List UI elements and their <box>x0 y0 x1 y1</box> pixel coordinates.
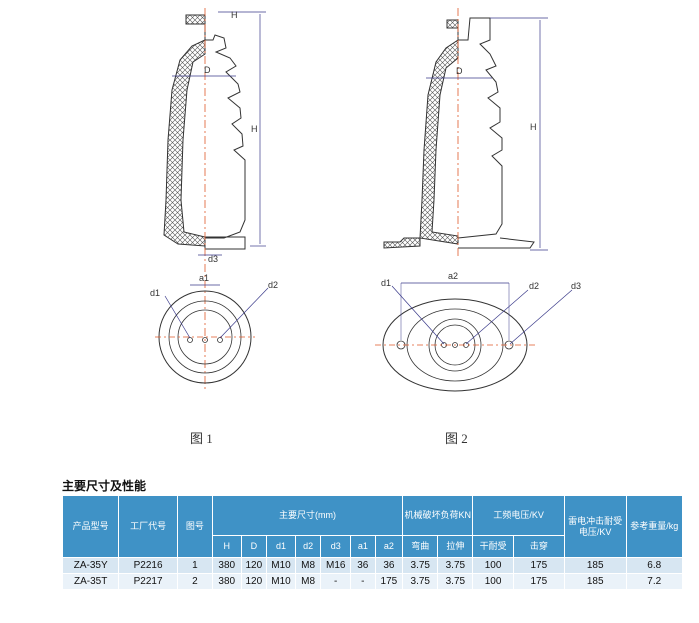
cell-breakdown: 175 <box>512 573 565 590</box>
cell-dry-withstand: 100 <box>472 557 514 574</box>
fig1-label-h-top: H <box>231 10 238 20</box>
cell-factory-code: P2216 <box>118 557 178 574</box>
fig1-label-a1: a1 <box>199 273 209 283</box>
header-weight: 参考重量/kg <box>625 495 684 558</box>
cell-weight: 6.8 <box>625 557 684 574</box>
cell-impulse: 185 <box>563 557 627 574</box>
figure-2-caption: 图 2 <box>445 431 468 446</box>
cell-dry-withstand: 100 <box>472 573 514 590</box>
figure-1-caption: 图 1 <box>190 431 213 446</box>
cell-d1: M10 <box>266 573 296 590</box>
header-tension: 拉伸 <box>437 535 474 558</box>
cell-d: 120 <box>240 573 268 590</box>
header-dry-withstand: 干耐受 <box>472 535 514 558</box>
cell-factory-code: P2217 <box>118 573 178 590</box>
cell-impulse: 185 <box>563 573 627 590</box>
header-freq-voltage: 工频电压/KV <box>472 495 565 536</box>
fig1-label-d: D <box>204 65 211 75</box>
table-row: ZA-35Y P2216 1 380 120 M10 M8 M16 36 36 … <box>61 557 684 574</box>
fig2-side-view <box>383 8 548 258</box>
cell-h: 380 <box>211 573 242 590</box>
cell-a2: 36 <box>374 557 404 574</box>
fig2-label-d3: d3 <box>571 281 581 291</box>
cell-d2: M8 <box>294 557 322 574</box>
cell-weight: 7.2 <box>625 573 684 590</box>
cell-breakdown: 175 <box>512 557 565 574</box>
header-a1: a1 <box>350 535 376 558</box>
header-main-dims: 主要尺寸(mm) <box>211 495 404 536</box>
table-row: ZA-35T P2217 2 380 120 M10 M8 - - 175 3.… <box>61 573 684 590</box>
cell-d3: - <box>320 573 352 590</box>
header-impulse-voltage: 雷电冲击耐受电压/KV <box>563 495 627 558</box>
cell-h: 380 <box>211 557 242 574</box>
fig1-label-h: H <box>251 124 258 134</box>
fig1-label-d1: d1 <box>150 288 160 298</box>
header-d1: d1 <box>266 535 296 558</box>
fig1-side-view <box>163 8 266 392</box>
cell-bend: 3.75 <box>402 557 439 574</box>
header-bend: 弯曲 <box>402 535 439 558</box>
fig2-label-a2: a2 <box>448 271 458 281</box>
header-d2: d2 <box>294 535 322 558</box>
cell-d3: M16 <box>320 557 352 574</box>
cell-model: ZA-35Y <box>61 557 120 574</box>
cell-a2: 175 <box>374 573 404 590</box>
fig1-bottom-view <box>155 284 269 384</box>
fig2-bottom-view <box>375 282 573 392</box>
cell-d2: M8 <box>294 573 322 590</box>
header-figure-no: 图号 <box>176 495 213 558</box>
header-h: H <box>211 535 242 558</box>
section-title: 主要尺寸及性能 <box>62 479 147 493</box>
cell-tension: 3.75 <box>437 573 474 590</box>
fig2-label-h: H <box>530 122 537 132</box>
cell-figure-no: 1 <box>176 557 213 574</box>
cell-figure-no: 2 <box>176 573 213 590</box>
header-d: D <box>240 535 268 558</box>
specs-table: 产品型号 工厂代号 图号 主要尺寸(mm) 机械破坏负荷KN 工频电压/KV 雷… <box>61 495 684 590</box>
fig2-label-d: D <box>456 66 463 76</box>
fig2-label-d2: d2 <box>529 281 539 291</box>
cell-a1: - <box>350 573 376 590</box>
header-d3: d3 <box>320 535 352 558</box>
header-breakdown: 击穿 <box>512 535 565 558</box>
fig2-label-d1: d1 <box>381 278 391 288</box>
technical-drawing: H H D d3 a1 d1 d2 H D <box>150 8 581 392</box>
header-a2: a2 <box>374 535 404 558</box>
header-mech-load: 机械破坏负荷KN <box>402 495 474 536</box>
fig1-label-d2: d2 <box>268 280 278 290</box>
cell-tension: 3.75 <box>437 557 474 574</box>
cell-a1: 36 <box>350 557 376 574</box>
cell-model: ZA-35T <box>61 573 120 590</box>
fig1-label-d3: d3 <box>208 254 218 264</box>
header-factory-code: 工厂代号 <box>118 495 178 558</box>
cell-d1: M10 <box>266 557 296 574</box>
cell-bend: 3.75 <box>402 573 439 590</box>
header-model: 产品型号 <box>61 495 120 558</box>
cell-d: 120 <box>240 557 268 574</box>
